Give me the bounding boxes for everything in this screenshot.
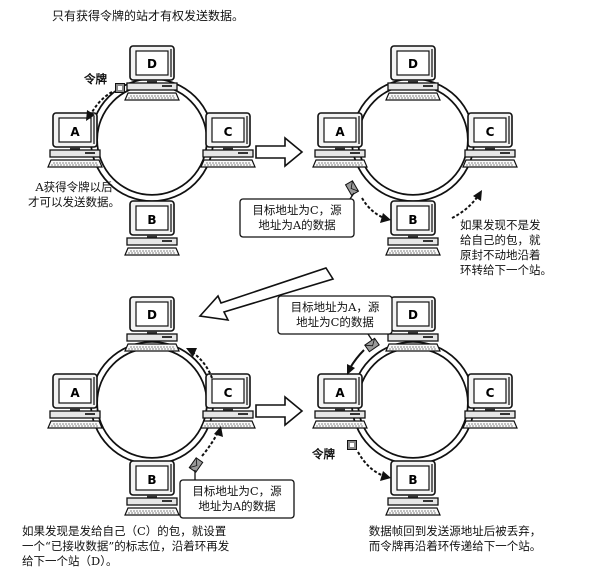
station-c-label: C (224, 386, 233, 400)
station-a-label: A (335, 125, 345, 139)
station-d-label: D (147, 308, 157, 322)
panel1-token-icon (115, 83, 125, 93)
panel1-station-c: C (200, 112, 256, 168)
station-c-label: C (486, 386, 495, 400)
station-d-label: D (408, 57, 418, 71)
panel2-station-c: C (462, 112, 518, 168)
panel1-token-label: 令牌 (84, 72, 107, 86)
panel4-token-icon (347, 440, 357, 450)
station-c-label: C (224, 125, 233, 139)
panel1-note: A获得令牌以后 才可以发送数据。 (28, 180, 120, 209)
station-b-label: B (147, 213, 156, 227)
panel2-station-b: B (385, 200, 441, 256)
panel4-note: 数据帧回到发送源地址后被丢弃， 而令牌再沿着环传递给下一个站。 (368, 524, 542, 553)
transition-arrow-right-bottom (255, 395, 304, 427)
panel2-frame-label-box (239, 198, 355, 238)
panel2-station-a: A (312, 112, 368, 168)
station-b-label: B (408, 213, 417, 227)
panel1-station-b: B (124, 200, 180, 256)
panel3-station-b: B (124, 460, 180, 516)
header-caption: 只有获得令牌的站才有权发送数据。 (52, 9, 245, 23)
panel3-station-d: D (124, 296, 180, 352)
panel2-forward-arrow (451, 195, 479, 219)
station-a-label: A (70, 125, 80, 139)
panel2-packet-icon (345, 180, 359, 196)
panel3-station-a: A (47, 373, 103, 429)
panel3-packet-icon (188, 457, 204, 473)
transition-arrow-right-top (255, 136, 304, 168)
panel4-station-a: A (312, 373, 368, 429)
panel4-station-b: B (385, 460, 441, 516)
panel4-token-label: 令牌 (312, 447, 335, 461)
station-d-label: D (408, 308, 418, 322)
panel4-token-arrow (357, 451, 385, 477)
panel1-station-a: A (47, 112, 103, 168)
panel2-packet-arrow (361, 197, 385, 219)
panel4-frame-label: 目标地址为A，源 地址为C的数据 (290, 300, 380, 329)
panel3-frame-label-box (179, 479, 295, 519)
panel4-station-c: C (462, 373, 518, 429)
panel4-station-d: D (385, 296, 441, 352)
station-b-label: B (147, 473, 156, 487)
station-a-label: A (70, 386, 80, 400)
panel3-station-c: C (200, 373, 256, 429)
panel4-packet-arrow (349, 349, 365, 369)
panel2-station-d: D (385, 45, 441, 101)
ring-panel4 (351, 341, 475, 465)
panel3-frame-label: 目标地址为C，源 地址为A的数据 (192, 484, 282, 513)
station-c-label: C (486, 125, 495, 139)
ring-panel3 (90, 341, 214, 465)
transition-arrow-diagonal (198, 267, 335, 322)
station-a-label: A (335, 386, 345, 400)
station-b-label: B (408, 473, 417, 487)
panel1-station-d: D (124, 45, 180, 101)
station-d-label: D (147, 57, 157, 71)
panel4-packet-icon (364, 337, 380, 353)
panel2-frame-label: 目标地址为C，源 地址为A的数据 (252, 203, 342, 232)
panel2-note: 如果发现不是发 给自己的包，就 原封不动地沿着 环转给下一个站。 (460, 218, 552, 277)
panel4-frame-label-box (277, 295, 393, 335)
panel3-note: 如果发现是发给自己（C）的包，就设置 一个“已接收数据”的标志位，沿着环再发 给… (22, 524, 230, 568)
